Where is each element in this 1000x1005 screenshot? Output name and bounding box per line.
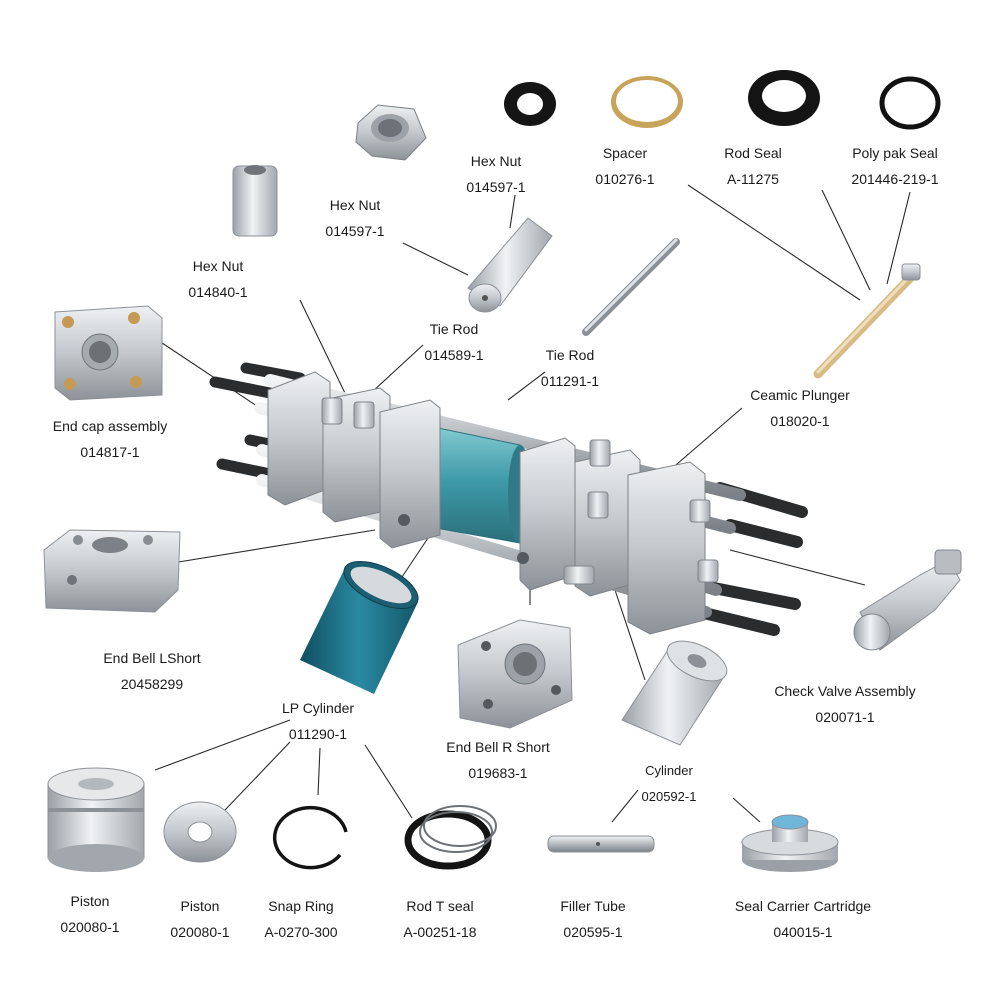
snap-ring-icon <box>272 805 348 870</box>
lp-cylinder-icon <box>300 561 419 694</box>
tie-rod-long-icon <box>582 238 680 336</box>
piston-disk-icon <box>163 801 237 863</box>
cylinder-icon <box>621 640 728 746</box>
main-pump-assembly <box>209 362 808 636</box>
spacer-ring-icon <box>611 76 683 128</box>
hex-nut-tall-icon <box>232 165 278 237</box>
rod-seal-ring-icon <box>504 82 556 126</box>
ceramic-plunger-icon <box>813 263 921 379</box>
seal-carrier-icon <box>741 814 839 872</box>
end-bell-r-short-icon <box>457 619 573 729</box>
piston-icon <box>47 767 145 872</box>
poly-pak-seal-icon <box>879 76 941 130</box>
hex-nut-icon <box>355 104 427 161</box>
end-bell-l-short-icon <box>43 529 181 613</box>
check-valve-icon <box>853 549 962 651</box>
rod-seal-icon <box>748 70 820 126</box>
end-cap-assembly-icon <box>54 305 163 401</box>
tie-rod-pin-icon <box>467 217 553 313</box>
rod-t-seal-icon <box>404 805 497 870</box>
filler-tube-icon <box>547 835 655 853</box>
